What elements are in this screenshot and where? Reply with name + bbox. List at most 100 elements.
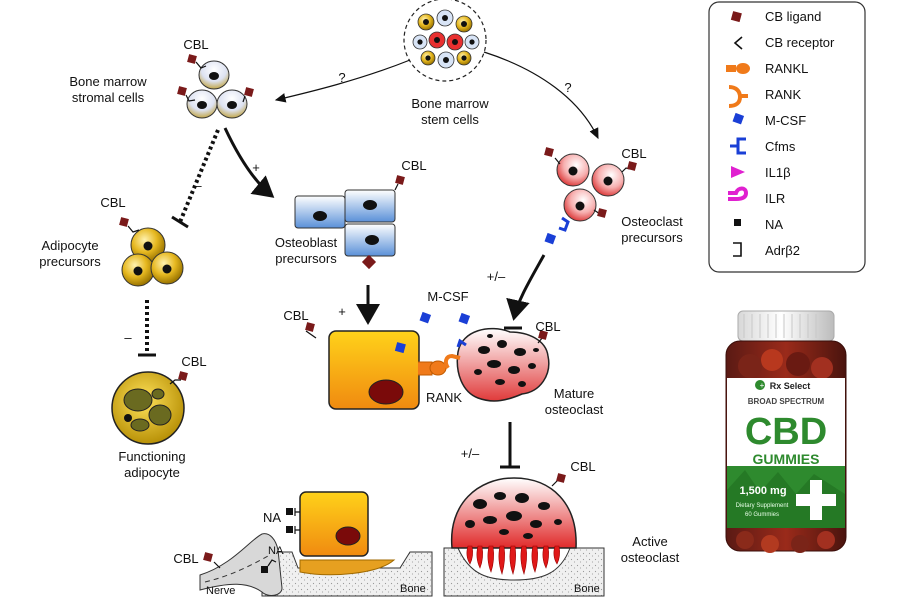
adipocyte-precursors-label-2: precursors xyxy=(39,254,101,269)
osteoclast-precursors-label-2: precursors xyxy=(621,230,683,245)
rankl-precursor-icon xyxy=(361,254,377,270)
legend-label-na: NA xyxy=(765,217,783,232)
inhibition-stromal-to-adipocyte xyxy=(178,129,220,223)
osteoblast-precursors-label-2: precursors xyxy=(275,251,337,266)
cbl-label-stromal: CBL xyxy=(183,37,208,52)
legend-label-cb-receptor: CB receptor xyxy=(765,35,835,50)
adrb2-icon xyxy=(733,242,742,257)
cfms-icon xyxy=(558,216,570,232)
cbl-label-osteoclast-precursors: CBL xyxy=(621,146,646,161)
bone-marrow-stromal-cells: CBL Bone marrow stromal cells xyxy=(69,37,254,119)
cb-receptor-icon xyxy=(733,36,743,50)
legend-label-cb-ligand: CB ligand xyxy=(765,9,821,24)
osteoclast-precursors-label-1: Osteoclast xyxy=(621,214,683,229)
adipocyte-precursors-label-1: Adipocyte xyxy=(41,238,98,253)
stromal-label-1: Bone marrow xyxy=(69,74,147,89)
legend-label-adrb2: Adrβ2 xyxy=(765,243,800,258)
cb-ligand-icon xyxy=(597,208,607,218)
osteoclast-precursors: CBL Osteoclast precursors xyxy=(544,146,683,245)
minus-sign-stromal: – xyxy=(194,178,202,193)
cbl-label-osteoblast: CBL xyxy=(283,308,308,323)
jar-sub1: Dietary Supplement xyxy=(736,503,789,509)
legend: CB ligand CB receptor RANKL RANK M-CSF C… xyxy=(708,1,866,273)
plus-sign-osteoblast: + xyxy=(338,304,346,319)
mcsf-label: M-CSF xyxy=(427,289,468,304)
na-label-osteoblast: NA xyxy=(263,510,281,525)
il1b-icon xyxy=(731,166,745,178)
cb-ligand-icon xyxy=(178,371,188,381)
functioning-adipocyte-label-2: adipocyte xyxy=(124,465,180,480)
question-mark-left: ? xyxy=(338,70,345,85)
na-label-nerve: NA xyxy=(268,545,284,557)
legend-label-cfms: Cfms xyxy=(765,139,796,154)
adipocyte-precursors: CBL Adipocyte precursors xyxy=(39,195,184,287)
rankl-icon xyxy=(429,360,447,376)
legend-label-mcsf: M-CSF xyxy=(765,113,806,128)
osteoblast-precursors-label-1: Osteoblast xyxy=(275,235,338,250)
active-osteoclast: CBL Bone Active osteoclast xyxy=(443,459,680,597)
arrow-stem-to-osteoclast-precursors xyxy=(483,51,599,140)
plus-cross-icon xyxy=(796,480,836,520)
svg-text:+: + xyxy=(760,381,765,390)
cb-ligand-icon xyxy=(544,147,554,157)
cb-ligand-icon xyxy=(177,86,187,96)
jar-line: BROAD SPECTRUM xyxy=(748,397,825,406)
bone-label-left: Bone xyxy=(400,583,426,595)
mature-osteoclast-label-1: Mature xyxy=(554,386,594,401)
cb-ligand-icon xyxy=(305,322,315,332)
mcsf-icon xyxy=(419,311,432,324)
plus-sign-stromal: + xyxy=(252,160,260,175)
jar-name-cbd: CBD xyxy=(745,411,827,453)
active-osteoclast-label-1: Active xyxy=(632,534,667,549)
jar-name-gummies: GUMMIES xyxy=(753,451,820,467)
minus-sign-adipocyte: – xyxy=(124,330,132,345)
jar-brand: Rx Select xyxy=(770,381,811,391)
mcsf-icon xyxy=(458,312,471,325)
stem-cells-label-2: stem cells xyxy=(421,112,479,127)
inhibition-bar-adipocyte xyxy=(171,215,189,229)
legend-label-ilr: ILR xyxy=(765,191,785,206)
bone-marrow-stem-cells: Bone marrow stem cells xyxy=(403,0,489,127)
cb-ligand-icon xyxy=(395,175,405,185)
ilr-icon xyxy=(728,186,749,201)
jar-dose: 1,500 mg xyxy=(739,485,786,497)
mature-osteoclast: CBL RANK Mature osteoclast xyxy=(426,319,604,417)
cb-ligand-icon xyxy=(187,54,197,64)
rankl-icon xyxy=(726,63,750,74)
cbd-gummies-jar: + Rx Select BROAD SPECTRUM CBD GUMMIES 1… xyxy=(725,310,847,553)
cbl-label-osteoblast-precursors: CBL xyxy=(401,158,426,173)
na-icon xyxy=(261,566,268,573)
cbl-label-mature-osteoclast: CBL xyxy=(535,319,560,334)
stem-cell-cluster xyxy=(412,9,480,69)
osteoblast: CBL xyxy=(283,308,447,410)
mcsf-icon xyxy=(544,232,557,245)
rank-icon xyxy=(443,353,461,370)
na-icon xyxy=(286,508,293,515)
cb-ligand-icon xyxy=(627,161,637,171)
cfms-icon xyxy=(456,338,467,348)
arrow-precursor-to-mature-osteoclast xyxy=(506,254,546,321)
functioning-adipocyte: CBL Functioning adipocyte xyxy=(111,354,207,480)
question-mark-right: ? xyxy=(564,80,571,95)
cb-ligand-icon xyxy=(119,217,129,227)
cb-ligand-icon xyxy=(730,11,742,23)
active-osteoclast-label-2: osteoclast xyxy=(621,550,680,565)
stem-cells-label-1: Bone marrow xyxy=(411,96,489,111)
bone-label-right: Bone xyxy=(574,583,600,595)
cb-ligand-icon xyxy=(244,87,254,97)
osteoblast-precursors: CBL Osteoblast precursors xyxy=(275,158,427,270)
plus-minus-precursors: +/– xyxy=(487,269,506,284)
cbl-label-active-osteoclast: CBL xyxy=(570,459,595,474)
na-icon xyxy=(734,219,741,226)
stromal-label-2: stromal cells xyxy=(72,90,145,105)
nerve-osteoblast-bone-area: NA NA CBL Nerve Bone xyxy=(173,491,433,597)
legend-label-rankl: RANKL xyxy=(765,61,808,76)
rank-label: RANK xyxy=(426,390,462,405)
nerve-fiber xyxy=(199,533,283,596)
plus-minus-mature: +/– xyxy=(461,446,480,461)
jar-sub2: 60 Gummies xyxy=(745,512,779,518)
cbl-label-adipocyte-precursors: CBL xyxy=(100,195,125,210)
nerve-label: Nerve xyxy=(206,585,235,597)
